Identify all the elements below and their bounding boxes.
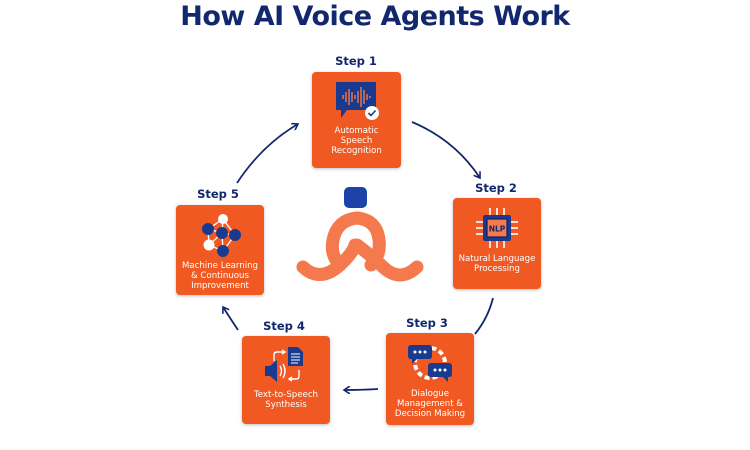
step-1-card: Automatic Speech Recognition bbox=[312, 72, 401, 168]
step-5-label: Step 5 bbox=[197, 187, 239, 201]
arrow-step5-to-step1 bbox=[236, 124, 298, 184]
logo-body-loop bbox=[296, 238, 424, 282]
neural-network-icon bbox=[202, 214, 241, 257]
center-logo bbox=[296, 187, 424, 282]
diagram-title: How AI Voice Agents Work bbox=[180, 1, 570, 32]
step-2-label: Step 2 bbox=[475, 181, 517, 195]
document-speaker-icon bbox=[265, 347, 303, 382]
step-4-label: Step 4 bbox=[263, 319, 305, 333]
step-5-card: Machine Learning & Continuous Improvemen… bbox=[176, 205, 264, 295]
step-2-card: NLP Natural Language Processing bbox=[453, 198, 541, 289]
arrow-step2-to-step3 bbox=[474, 297, 494, 335]
chat-bubbles-gear-icon bbox=[408, 345, 452, 382]
step-5-caption: Machine Learning & Continuous Improvemen… bbox=[181, 261, 258, 291]
step-2-caption: Natural Language Processing bbox=[458, 254, 536, 274]
step-3-caption: Dialogue Management & Decision Making bbox=[394, 389, 466, 419]
nlp-chip-icon: NLP bbox=[476, 208, 518, 248]
step-4-caption: Text-to-Speech Synthesis bbox=[253, 390, 319, 410]
step-3-label: Step 3 bbox=[406, 316, 448, 330]
svg-text:NLP: NLP bbox=[489, 225, 506, 234]
step-1-label: Step 1 bbox=[335, 54, 377, 68]
logo-head bbox=[344, 187, 367, 208]
speech-waveform-check-icon bbox=[335, 82, 379, 120]
step-3-card: Dialogue Management & Decision Making bbox=[386, 333, 474, 425]
step-4-card: Text-to-Speech Synthesis bbox=[242, 336, 330, 424]
step-1-caption: Automatic Speech Recognition bbox=[331, 126, 382, 156]
arrow-step3-to-step4 bbox=[344, 389, 379, 390]
arrow-step4-to-step5 bbox=[223, 307, 239, 331]
arrow-step1-to-step2 bbox=[411, 121, 480, 178]
